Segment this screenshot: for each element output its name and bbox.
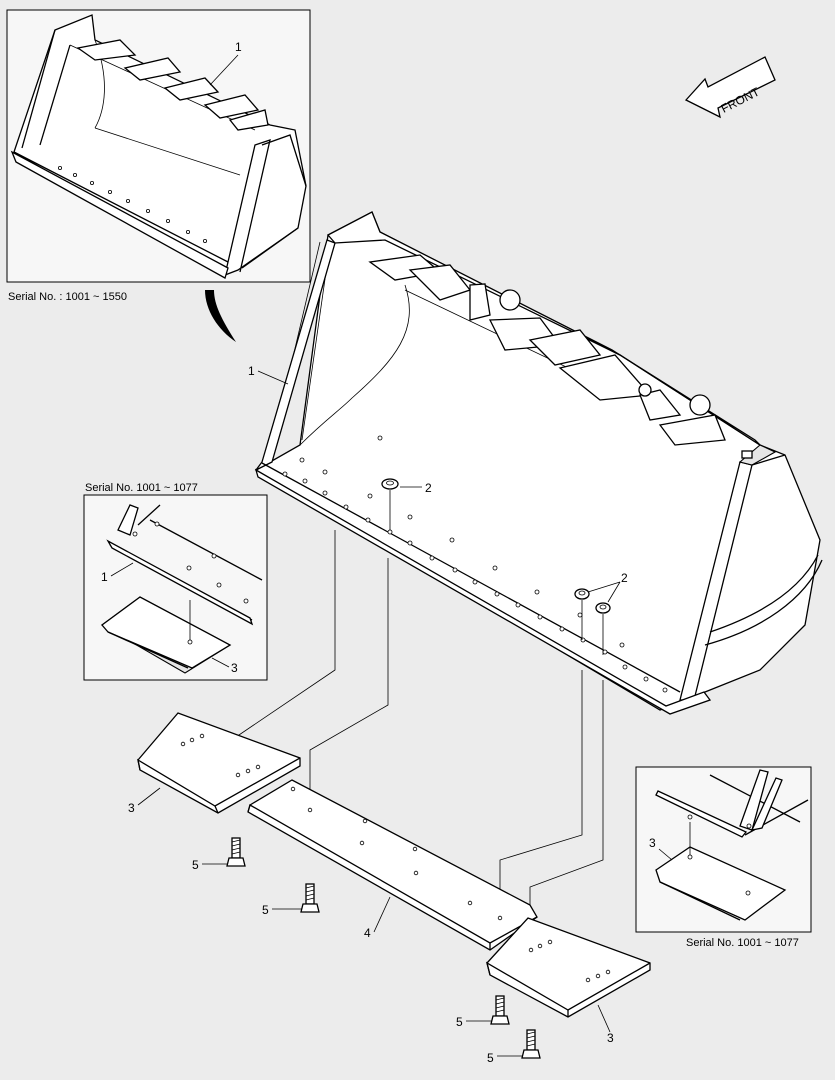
callout-5-a: 5	[192, 858, 199, 872]
callout-5-d: 5	[487, 1051, 494, 1065]
cutting-edge	[247, 779, 538, 951]
main-bucket: 1 2 2	[248, 211, 823, 715]
callout-5-b: 5	[262, 903, 269, 917]
callout-3-left-inset: 3	[231, 661, 238, 675]
top-inset: 1	[6, 9, 311, 283]
bolt	[490, 995, 510, 1025]
callout-5-c: 5	[456, 1015, 463, 1029]
callout-2-lower: 2	[621, 571, 628, 585]
right-inset-caption: Serial No. 1001 ~ 1077	[686, 937, 799, 949]
callout-1-top: 1	[235, 40, 242, 54]
bolt	[226, 837, 246, 867]
inset-arrow	[205, 290, 236, 342]
end-bit-left	[137, 712, 301, 814]
nut	[381, 478, 399, 490]
nut	[595, 602, 611, 614]
bolt	[300, 883, 320, 913]
callout-1-main: 1	[248, 364, 255, 378]
left-inset: 1 3	[83, 494, 268, 681]
bolt	[521, 1029, 541, 1059]
top-inset-caption: Serial No. : 1001 ~ 1550	[8, 291, 127, 303]
callout-3-right: 3	[607, 1031, 614, 1045]
nut	[574, 588, 590, 600]
callout-2-upper: 2	[425, 481, 432, 495]
edge-holes	[282, 435, 668, 693]
front-direction-arrow: FRONT	[684, 56, 776, 119]
callout-3-right-inset: 3	[649, 836, 656, 850]
left-inset-caption: Serial No. 1001 ~ 1077	[85, 482, 198, 494]
right-inset: 3	[635, 766, 812, 933]
callout-1-left-inset: 1	[101, 570, 108, 584]
callout-3-left: 3	[128, 801, 135, 815]
end-bit-right	[485, 917, 651, 1018]
callout-4: 4	[364, 926, 371, 940]
